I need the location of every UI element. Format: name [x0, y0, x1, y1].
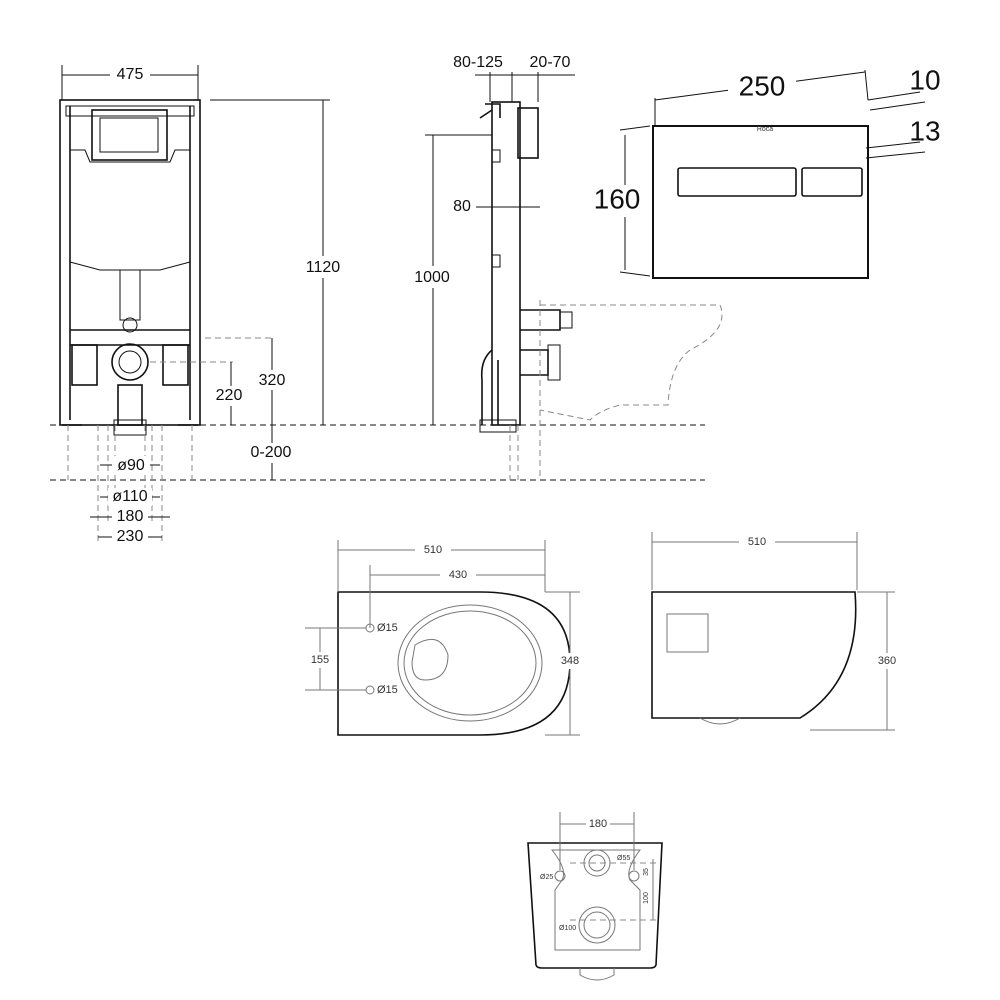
dim-toilet-length: 510	[424, 544, 442, 556]
outlet-diameter: Ø100	[559, 925, 576, 932]
dim-inlet-offset: 35	[643, 868, 650, 876]
dim-plate-width: 250	[739, 70, 786, 101]
dim-rear-fixing-spacing: 180	[589, 818, 607, 830]
inlet-diameter: Ø55	[617, 855, 630, 862]
dim-height-1000: 1000	[414, 269, 450, 286]
dim-plate-height: 160	[594, 183, 641, 214]
dim-fixing-length: 430	[449, 569, 467, 581]
dim-cover-depth: 20-70	[530, 54, 571, 71]
dim-frame-width: 475	[117, 66, 144, 83]
fixing-hole-label-2: Ø15	[377, 684, 398, 696]
dim-pipe-110: ø110	[112, 488, 147, 505]
dim-spacing-180: 180	[117, 508, 144, 525]
dim-spacing-230: 230	[117, 528, 144, 545]
floor-reference-lines	[50, 424, 705, 481]
dim-side-length: 510	[748, 536, 766, 548]
roca-logo: Roca	[757, 126, 773, 133]
dim-inlet-height: 220	[216, 387, 243, 404]
dim-button-depth: 13	[909, 115, 940, 146]
dim-wall-depth: 80-125	[453, 54, 503, 71]
dim-toilet-height: 360	[878, 655, 896, 667]
dim-offset-80: 80	[453, 198, 471, 215]
dim-fixing-spacing: 155	[311, 654, 329, 666]
flush-plate: Roca 250 10 13 160	[588, 64, 941, 279]
dim-toilet-width: 348	[561, 655, 579, 667]
fixing-hole-label-1: Ø15	[377, 622, 398, 634]
installation-frame-side-view	[479, 101, 723, 480]
dim-frame-height: 1120	[306, 259, 341, 276]
front-view-dimensions: 475 1120 320 220 0-200 ø90 ø110 180 230	[61, 64, 346, 546]
toilet-rear-view: 180 Ø55 Ø25 35 100 Ø100	[527, 812, 663, 981]
dim-floor-range: 0-200	[251, 444, 292, 461]
dim-plate-thickness: 10	[909, 64, 940, 95]
flush-button-full	[677, 167, 797, 197]
dim-outlet-height: 320	[259, 372, 286, 389]
dim-pipe-90: ø90	[117, 457, 145, 474]
toilet-top-view: Ø15 Ø15 510 430 155 348	[305, 540, 582, 736]
installation-frame-front-view	[59, 99, 275, 545]
fixing-hole-diameter: Ø25	[540, 874, 553, 881]
toilet-side-view: 510 360	[651, 532, 899, 731]
dim-outlet-offset: 100	[643, 892, 650, 904]
flush-button-half	[801, 167, 863, 197]
side-view-dimensions: 80-125 20-70 80 1000	[410, 54, 575, 425]
